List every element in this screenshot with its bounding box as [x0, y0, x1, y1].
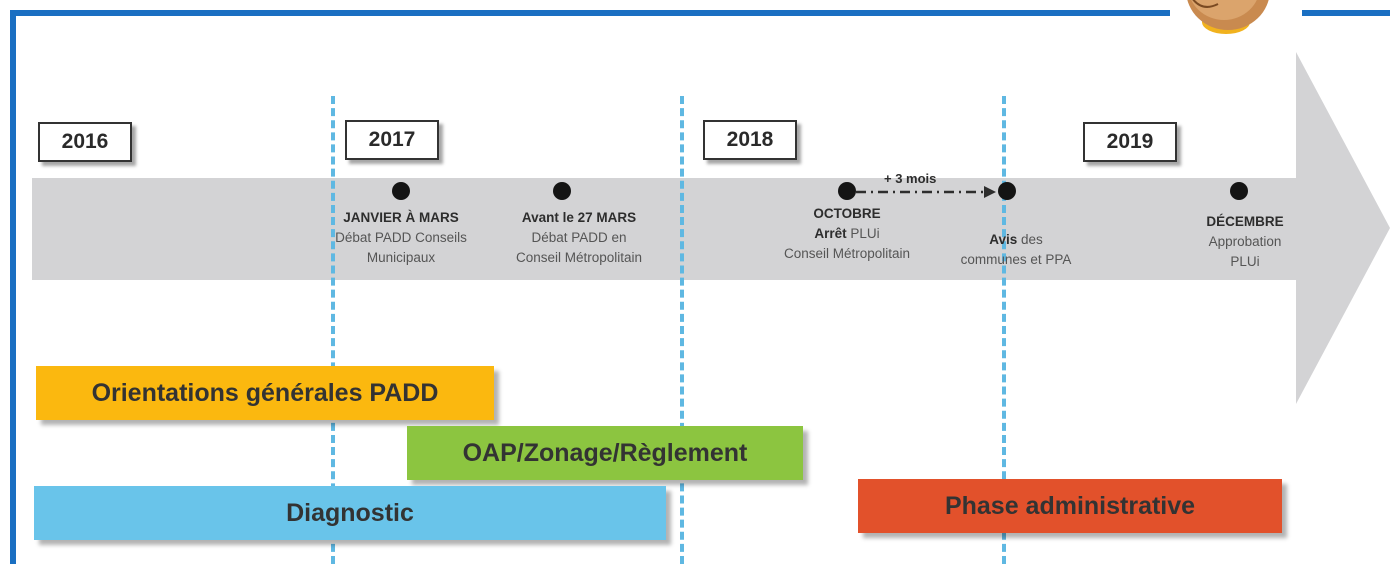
event-line: Conseil Métropolitain — [783, 246, 911, 261]
milestone-dot — [838, 182, 856, 200]
event-janvier-mars: JANVIER À MARS Débat PADD Conseils Munic… — [301, 208, 501, 268]
year-label-2016: 2016 — [38, 122, 132, 162]
year-label-2018: 2018 — [703, 120, 797, 160]
year-label-2019: 2019 — [1083, 122, 1177, 162]
event-line-bold: Arrêt — [814, 226, 847, 241]
milestone-dot — [553, 182, 571, 200]
frame-left-border — [10, 10, 16, 564]
year-label-2017: 2017 — [345, 120, 439, 160]
event-title: OCTOBRE — [813, 206, 881, 221]
event-avis: Avis des communes et PPA — [916, 230, 1116, 270]
phase-oap-bar: OAP/Zonage/Règlement — [407, 426, 803, 480]
event-title: Avant le 27 MARS — [521, 210, 637, 225]
event-line: PLUi — [846, 226, 880, 241]
event-line: Municipaux — [366, 250, 436, 265]
delay-label: + 3 mois — [884, 171, 937, 186]
event-line: Débat PADD Conseils — [335, 230, 467, 245]
phase-orientations-bar: Orientations générales PADD — [36, 366, 494, 420]
phase-diagnostic-bar: Diagnostic — [34, 486, 666, 540]
year-divider-2017 — [331, 96, 335, 564]
event-line: des — [1017, 232, 1043, 247]
event-line: communes et PPA — [960, 252, 1072, 267]
milestone-dot — [392, 182, 410, 200]
event-line-bold: Avis — [989, 232, 1018, 247]
event-decembre: DÉCEMBRE Approbation PLUi — [1145, 212, 1345, 272]
frame-top-border-right — [1302, 10, 1390, 16]
event-line: Débat PADD en — [531, 230, 627, 245]
event-line: PLUi — [1230, 254, 1260, 269]
event-line: Conseil Métropolitain — [515, 250, 643, 265]
milestone-dot — [1230, 182, 1248, 200]
delay-arrow — [856, 186, 996, 198]
mascot-icon — [1187, 0, 1269, 34]
year-divider-2018 — [680, 96, 684, 564]
event-line: Approbation — [1208, 234, 1282, 249]
year-divider-2019 — [1002, 96, 1006, 564]
milestone-dot — [998, 182, 1016, 200]
event-title: JANVIER À MARS — [343, 210, 459, 225]
event-octobre: OCTOBRE Arrêt PLUi Conseil Métropolitain — [747, 204, 947, 264]
phase-administrative-bar: Phase administrative — [858, 479, 1282, 533]
event-avant-27-mars: Avant le 27 MARS Débat PADD en Conseil M… — [479, 208, 679, 268]
event-title: DÉCEMBRE — [1206, 214, 1284, 229]
frame-top-border — [10, 10, 1170, 16]
